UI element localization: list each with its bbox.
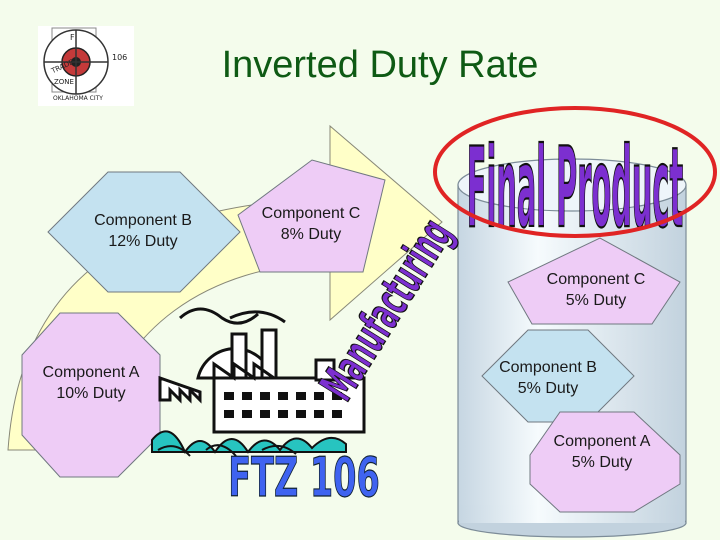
label-component-a-in: Component A 10% Duty <box>16 362 166 404</box>
component-duty: 8% Duty <box>280 226 342 243</box>
octagon-component-a-in <box>21 312 161 478</box>
component-name: Component B <box>499 359 597 376</box>
logo-word-foreign: F <box>70 33 75 42</box>
component-duty: 5% Duty <box>517 380 579 397</box>
final-product-wordart: Final Product <box>467 125 683 254</box>
logo-number: 106 <box>112 53 127 62</box>
component-name: Component A <box>42 364 140 381</box>
octagon-component-a-out <box>529 411 681 513</box>
label-component-c-out: Component C 5% Duty <box>520 269 672 311</box>
component-name: Component C <box>546 271 646 288</box>
label-component-b-out: Component B 5% Duty <box>478 357 618 399</box>
logo-city: OKLAHOMA CITY <box>53 95 103 102</box>
component-duty: 12% Duty <box>108 233 178 250</box>
component-duty: 5% Duty <box>565 292 627 309</box>
ftz-logo: F TRADE ZONE 106 OKLAHOMA CITY <box>38 26 134 106</box>
component-duty: 10% Duty <box>56 385 126 402</box>
pentagon-component-c-in <box>237 159 386 273</box>
component-name: Component A <box>553 433 651 450</box>
label-component-c-in: Component C 8% Duty <box>240 203 382 245</box>
hexagon-component-b-in <box>47 171 241 293</box>
component-name: Component B <box>94 212 192 229</box>
label-component-b-in: Component B 12% Duty <box>68 210 218 252</box>
component-name: Component C <box>261 205 361 222</box>
logo-word-zone: ZONE <box>54 78 74 86</box>
label-component-a-out: Component A 5% Duty <box>527 431 677 473</box>
factory-icon <box>151 307 366 457</box>
component-duty: 5% Duty <box>571 454 633 471</box>
pentagon-component-c-out <box>507 237 681 325</box>
highlight-ring <box>433 106 717 238</box>
hexagon-component-b-out <box>481 329 635 423</box>
slide-title: Inverted Duty Rate <box>221 44 539 86</box>
ftz-wordart: FTZ 106 <box>228 446 379 510</box>
